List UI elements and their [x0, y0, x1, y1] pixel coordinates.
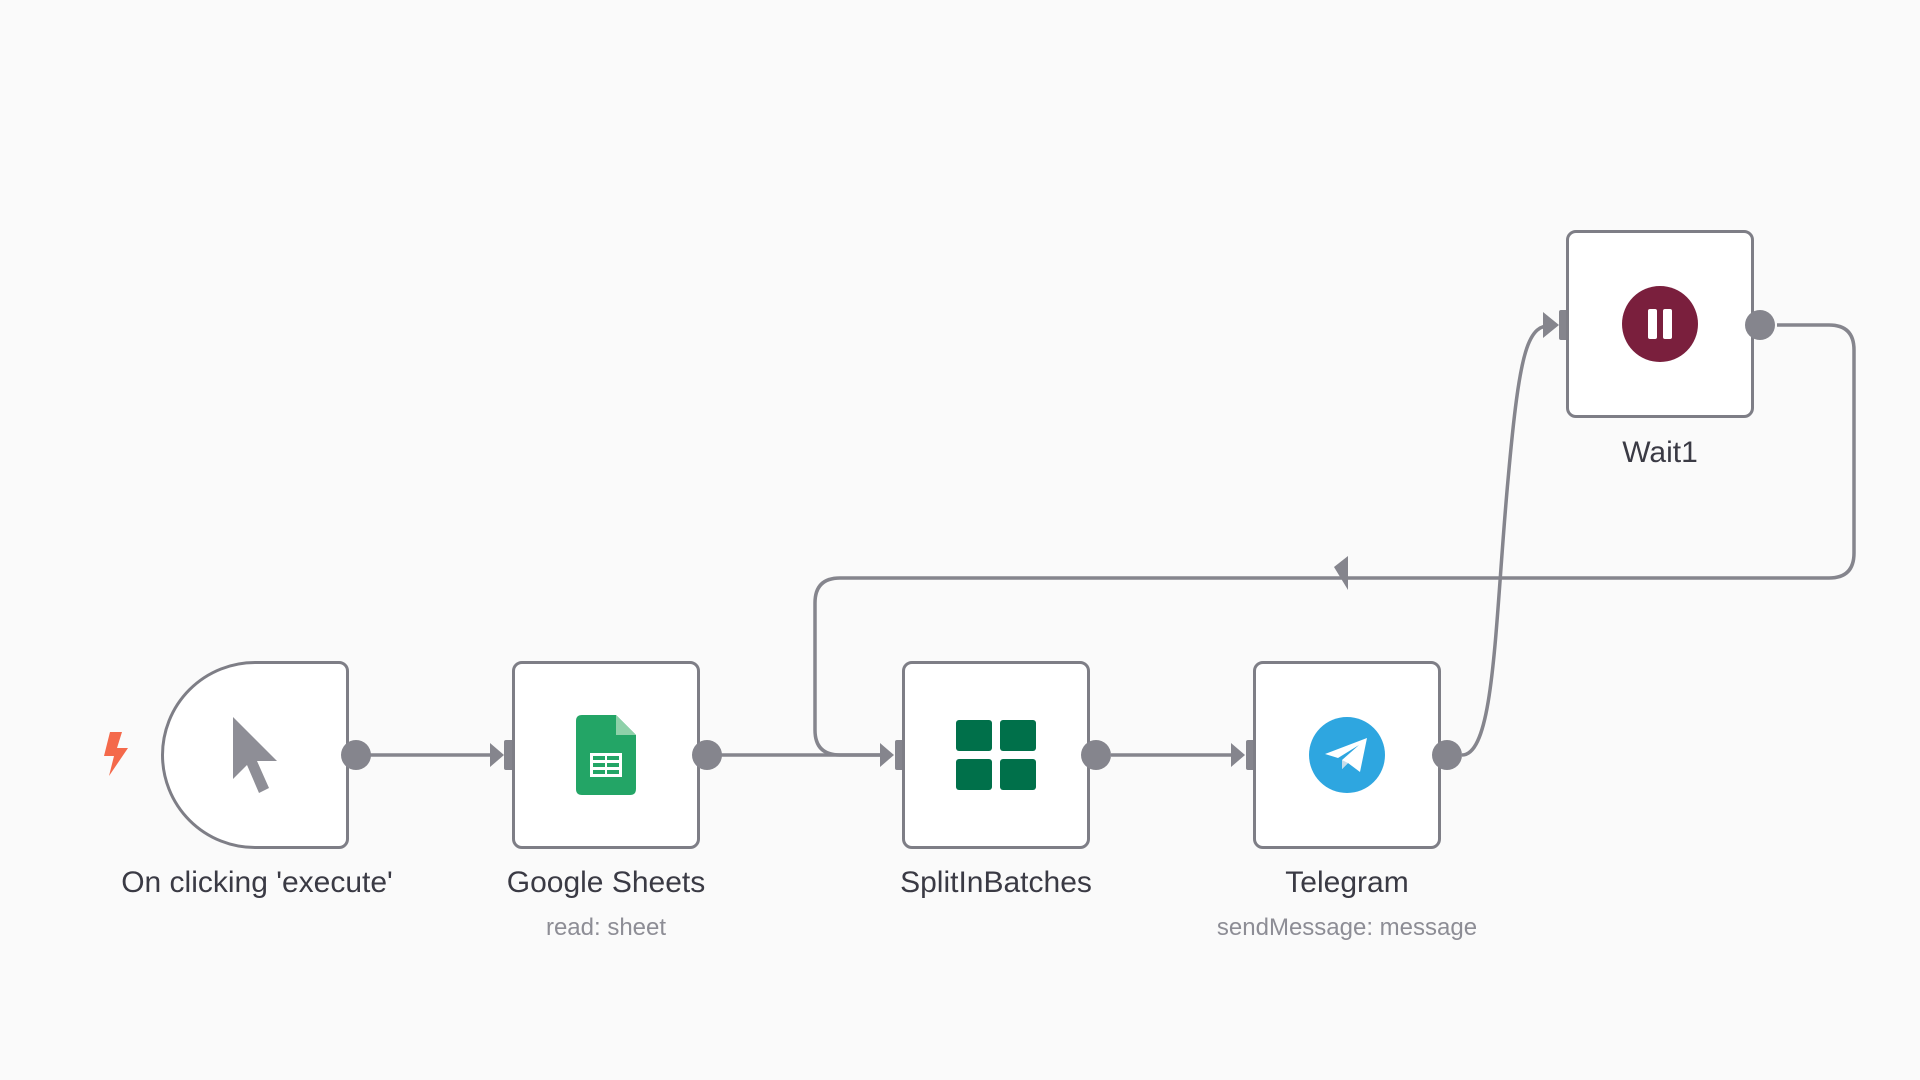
grid-icon: [956, 720, 1036, 790]
edge-arrow: [1334, 556, 1348, 590]
node-wait[interactable]: [1566, 230, 1754, 418]
node-label: On clicking 'execute': [121, 866, 393, 899]
sheets-output-handle[interactable]: [692, 740, 722, 770]
split-output-handle[interactable]: [1081, 740, 1111, 770]
edge-arrow: [490, 743, 504, 767]
edge-arrow: [880, 743, 894, 767]
telegram-output-handle[interactable]: [1432, 740, 1462, 770]
node-label: Google Sheets: [506, 866, 706, 899]
node-split-in-batches[interactable]: [902, 661, 1090, 849]
trigger-output-handle[interactable]: [341, 740, 371, 770]
node-google-sheets[interactable]: [512, 661, 700, 849]
telegram-icon: [1309, 717, 1385, 793]
edge-arrow: [1543, 312, 1559, 338]
node-label: SplitInBatches: [900, 866, 1092, 899]
node-label: Telegram: [1285, 866, 1409, 899]
google-sheets-icon: [576, 715, 636, 795]
node-telegram[interactable]: [1253, 661, 1441, 849]
node-label: Wait1: [1622, 436, 1698, 469]
cursor-pointer-icon: [233, 717, 277, 793]
edge-arrow: [1231, 743, 1245, 767]
node-subtitle: read: sheet: [545, 914, 667, 941]
node-subtitle: sendMessage: message: [1216, 914, 1478, 941]
lightning-bolt-icon: [104, 732, 128, 776]
wait-output-handle[interactable]: [1745, 310, 1775, 340]
pause-icon: [1622, 286, 1698, 362]
edge-telegram-to-wait: [1461, 323, 1554, 757]
node-manual-trigger[interactable]: [161, 661, 349, 849]
